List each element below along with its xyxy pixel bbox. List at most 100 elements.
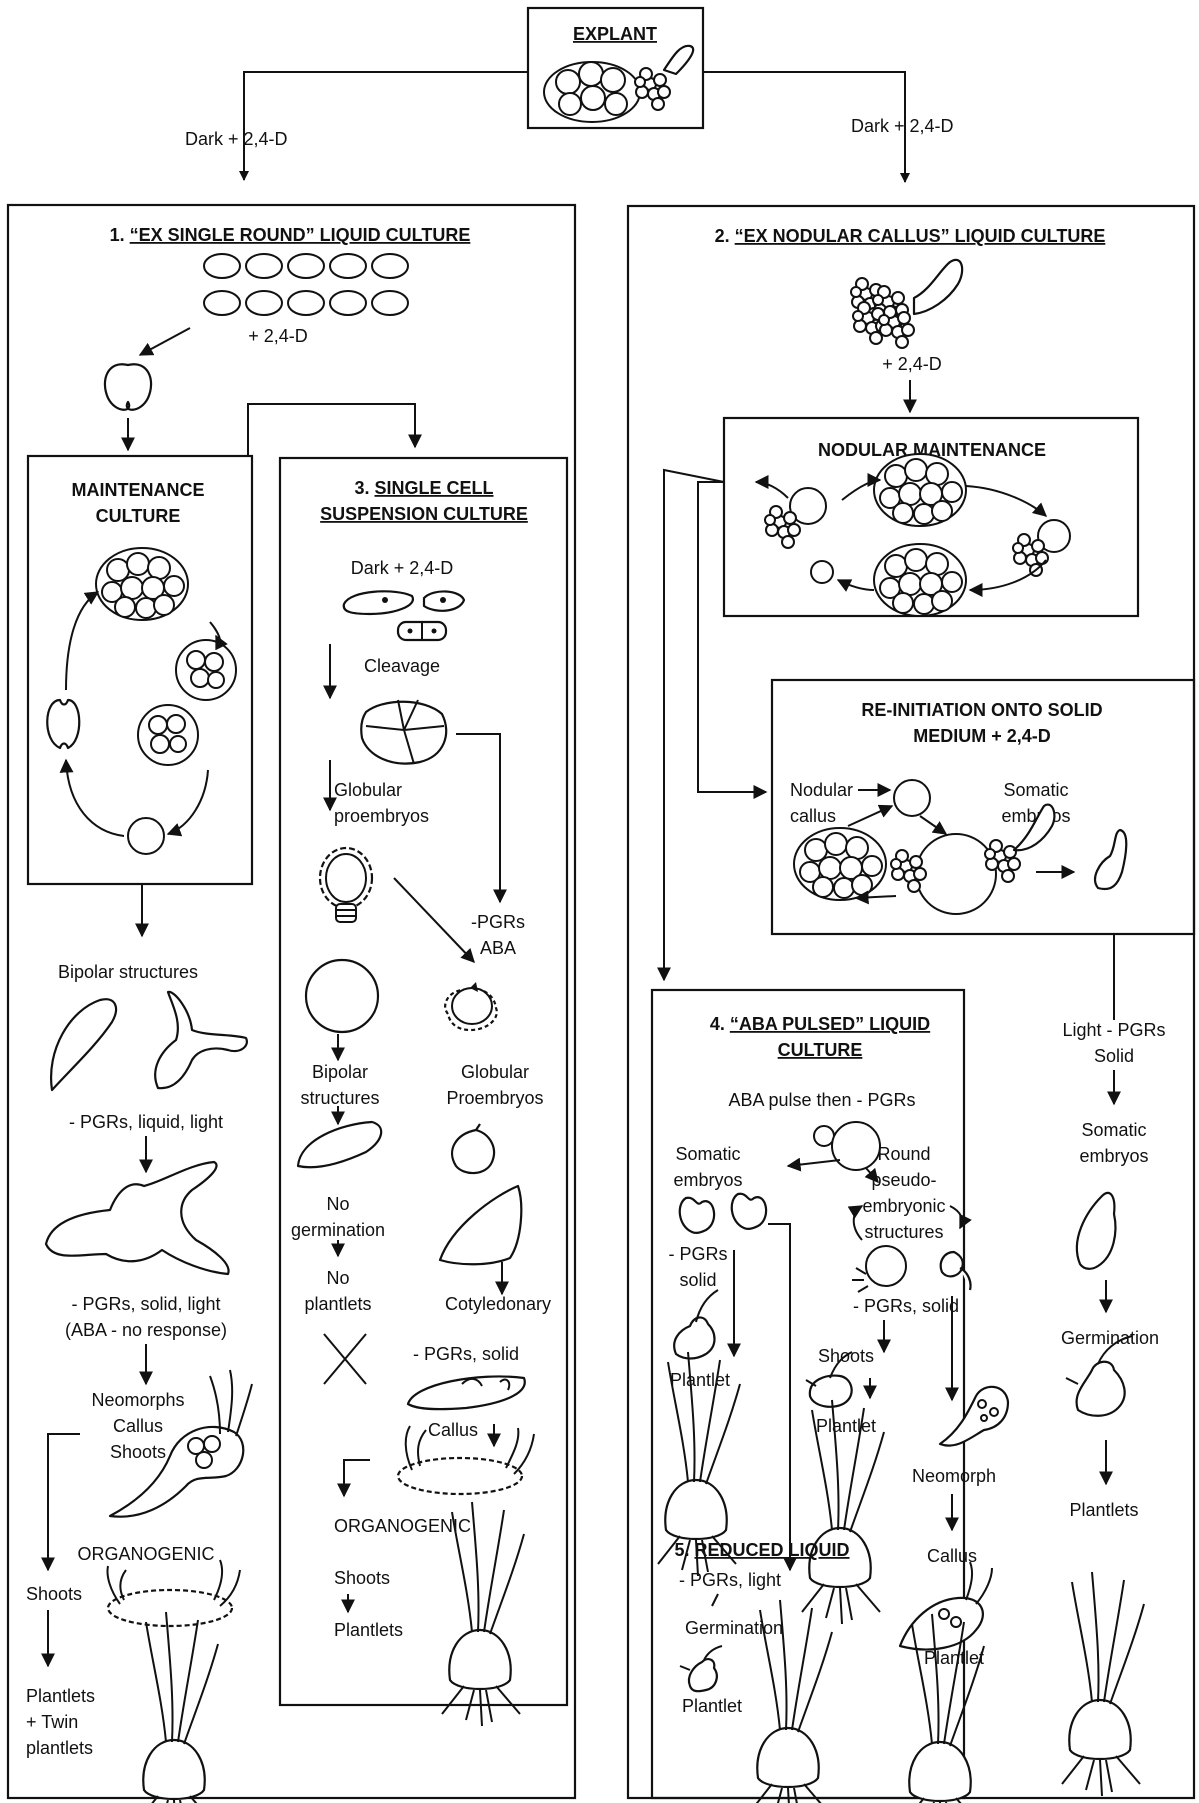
bipolar-structures xyxy=(51,992,247,1090)
panel3-cotyledonary: Cotyledonary xyxy=(445,1294,551,1314)
branch-left-label: Dark + 2,4-D xyxy=(185,129,288,149)
panel3-pgrs-aba-1: -PGRs xyxy=(471,912,525,932)
panel4-round-1: Round xyxy=(877,1144,930,1164)
somatic-embryo-b xyxy=(732,1194,766,1229)
no-plantlet-cross xyxy=(324,1334,366,1384)
panel3-no-plant-1: No xyxy=(326,1268,349,1288)
panel4-somatic-2: embryos xyxy=(673,1170,742,1190)
solid-callus-sketch xyxy=(408,1376,525,1409)
somatic-embryo xyxy=(1095,830,1126,889)
panel4-plantlet-left: Plantlet xyxy=(670,1370,730,1390)
maintenance-title-2: CULTURE xyxy=(96,506,181,526)
panel1-aba-no-response: (ABA - no response) xyxy=(65,1320,227,1340)
bipolar-round xyxy=(306,960,378,1032)
panel4-plantlet-right: Plantlet xyxy=(924,1648,984,1668)
panel2-title: 2. “EX NODULAR CALLUS” LIQUID CULTURE xyxy=(715,226,1106,246)
panel3-callus: Callus xyxy=(428,1420,478,1440)
panel4-pgrs-solid: - PGRs, solid xyxy=(853,1296,959,1316)
panel4-title-2: CULTURE xyxy=(778,1040,863,1060)
panel3-globular-1: Globular xyxy=(334,780,402,800)
panel3-glob2-2: Proembryos xyxy=(446,1088,543,1108)
panel5-germination: Germination xyxy=(685,1618,783,1638)
panel2-plantlet xyxy=(1062,1572,1144,1796)
aba-pulse-cells xyxy=(788,1122,880,1182)
maintenance-cycle xyxy=(47,548,236,854)
panel4-round-3: embryonic xyxy=(862,1196,945,1216)
twin-plantlet xyxy=(136,1612,218,1803)
cleaved-cell xyxy=(361,700,446,764)
branch-right-label: Dark + 2,4-D xyxy=(851,116,954,136)
panel1-organogenic: ORGANOGENIC xyxy=(77,1544,214,1564)
panel1-shoots-top: Shoots xyxy=(110,1442,166,1462)
single-rounds xyxy=(204,254,408,315)
panel5-germinating xyxy=(680,1646,722,1691)
panel1-plus-24d: + 2,4-D xyxy=(248,326,308,346)
panel3-no-germ-2: germination xyxy=(291,1220,385,1240)
panel2-somatic-2: embryos xyxy=(1079,1146,1148,1166)
panel4-round-2: pseudo- xyxy=(871,1170,936,1190)
panel2-plus-24d: + 2,4-D xyxy=(882,354,942,374)
panel1-bipolar: Bipolar structures xyxy=(58,962,198,982)
panel5-pgrs-light: - PGRs, light xyxy=(679,1570,781,1590)
dividing-cell xyxy=(105,364,151,410)
embryo-shoot-sketch xyxy=(674,1290,718,1359)
panel1-callus: Callus xyxy=(113,1416,163,1436)
glob2-sketch xyxy=(452,1124,494,1173)
panel3-title-1: 3. SINGLE CELL xyxy=(354,478,493,498)
twin-bipolar xyxy=(46,1162,229,1274)
organogenic-callus-sketch xyxy=(108,1560,241,1626)
panel1-pgrs-solid-light: - PGRs, solid, light xyxy=(71,1294,220,1314)
reinit-nodular-1: Nodular xyxy=(790,780,853,800)
panel3-organogenic: ORGANOGENIC xyxy=(334,1516,471,1536)
reinit-cycle xyxy=(794,780,1074,914)
panel4-aba-pulse: ABA pulse then - PGRs xyxy=(728,1090,915,1110)
round-structures xyxy=(852,1206,971,1292)
panel3-shoots: Shoots xyxy=(334,1568,390,1588)
panel4-neomorph: Neomorph xyxy=(912,1466,996,1486)
panel4-round-4: structures xyxy=(864,1222,943,1242)
panel2-germination: Germination xyxy=(1061,1328,1159,1348)
panel1-pgrs-liquid-light: - PGRs, liquid, light xyxy=(69,1112,223,1132)
panel3-cleavage: Cleavage xyxy=(364,656,440,676)
panel4-plantlet-mid: Plantlet xyxy=(816,1416,876,1436)
branch-left: Dark + 2,4-D xyxy=(185,72,528,180)
panel2-solid: Solid xyxy=(1094,1046,1134,1066)
panel4-pgrs-2: solid xyxy=(679,1270,716,1290)
cotyledonary-sketch xyxy=(440,1186,521,1264)
panel1-plantlets: Plantlets xyxy=(26,1686,95,1706)
panel3-glob2-1: Globular xyxy=(461,1062,529,1082)
branch-right: Dark + 2,4-D xyxy=(703,72,954,182)
globular-proembryo xyxy=(320,848,372,922)
reinit-title-2: MEDIUM + 2,4-D xyxy=(913,726,1051,746)
bipolar-elongated xyxy=(298,1122,381,1167)
aba-proembryo xyxy=(445,982,497,1030)
panel1-twin-1: + Twin xyxy=(26,1712,78,1732)
panel3-title-2: SUSPENSION CULTURE xyxy=(320,504,528,524)
somatic-embryo-2 xyxy=(1077,1193,1116,1269)
reinit-somatic-1: Somatic xyxy=(1003,780,1068,800)
panel4-pgrs-1: - PGRs xyxy=(668,1244,727,1264)
panel2-light-pgrs: Light - PGRs xyxy=(1062,1020,1165,1040)
panel3-pgrs-solid: - PGRs, solid xyxy=(413,1344,519,1364)
panel3-bipolar-1: Bipolar xyxy=(312,1062,368,1082)
maintenance-title-1: MAINTENANCE xyxy=(72,480,205,500)
somatic-embryo-a xyxy=(680,1198,714,1233)
nodular-cycle xyxy=(756,454,1070,616)
panel3-dark-24d: Dark + 2,4-D xyxy=(351,558,454,578)
panel3-no-plant-2: plantlets xyxy=(304,1294,371,1314)
explant-title: EXPLANT xyxy=(573,24,657,44)
panel4-somatic-1: Somatic xyxy=(675,1144,740,1164)
panel1-title: 1. “EX SINGLE ROUND” LIQUID CULTURE xyxy=(110,225,471,245)
nodular-explant xyxy=(851,260,962,348)
panel1-twin-2: plantlets xyxy=(26,1738,93,1758)
panel3-pgrs-aba-2: ABA xyxy=(480,938,516,958)
panel3-plantlets: Plantlets xyxy=(334,1620,403,1640)
panel1-neomorphs: Neomorphs xyxy=(91,1390,184,1410)
neomorph-4 xyxy=(940,1387,1008,1446)
panel3-no-germ-1: No xyxy=(326,1194,349,1214)
explant-box: EXPLANT xyxy=(528,8,703,128)
panel1-shoots: Shoots xyxy=(26,1584,82,1604)
panel5-title: 5. REDUCED LIQUID xyxy=(674,1540,849,1560)
panel3-globular-2: proembryos xyxy=(334,806,429,826)
